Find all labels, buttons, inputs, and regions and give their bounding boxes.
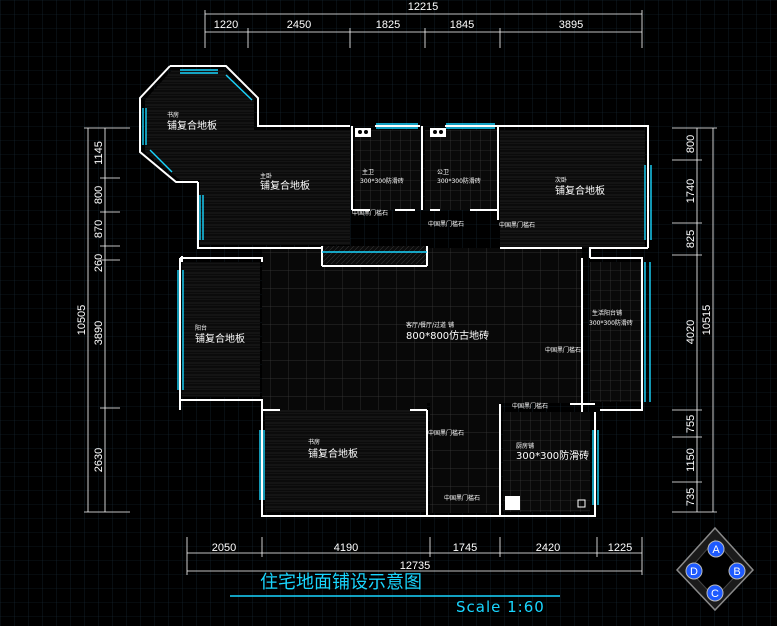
- threshold-label: 中国黑门槛石: [545, 346, 581, 354]
- nav-c-button[interactable]: [706, 584, 724, 602]
- nav-c-label: C: [711, 588, 719, 600]
- threshold-label: 中国黑门槛石: [512, 402, 548, 410]
- dim-bottom-5: 1225: [608, 542, 632, 554]
- dim-right-3: 825: [685, 230, 697, 248]
- room-name-study-1: 书房: [167, 111, 179, 119]
- room-name-service-balcony: 生活阳台铺: [592, 309, 622, 317]
- windows: [142, 69, 652, 505]
- room-material-living: 800*800仿古地砖: [406, 329, 489, 342]
- dim-left-2: 800: [93, 186, 105, 204]
- dim-top-total: 12215: [408, 1, 439, 13]
- dim-right-6: 1150: [685, 448, 697, 472]
- room-name-master-bath: 主卫: [362, 168, 374, 176]
- dim-left-3: 870: [93, 220, 105, 238]
- dim-top-5: 3895: [559, 19, 583, 31]
- dim-left-1: 1145: [93, 141, 105, 165]
- dim-left-5: 3890: [93, 321, 105, 345]
- room-material-study-2: 铺复合地板: [308, 447, 358, 460]
- room-material-master: 铺复合地板: [260, 179, 310, 192]
- dim-bottom-total: 12735: [400, 560, 431, 572]
- room-name-public-bath: 公卫: [437, 169, 449, 176]
- threshold-label: 中国黑门槛石: [428, 220, 464, 228]
- dim-right-2: 1740: [685, 179, 697, 203]
- room-material-master-bath: 300*300防滑砖: [360, 177, 404, 185]
- room-name-kitchen: 厨房铺: [516, 442, 534, 450]
- room-name-living: 客厅/餐厅/过道 铺: [406, 321, 454, 329]
- dim-right-7: 735: [685, 488, 697, 506]
- dim-bottom-4: 2420: [536, 542, 560, 554]
- room-material-public-bath: 300*300防滑砖: [437, 177, 481, 185]
- room-material-bedroom-2: 铺复合地板: [555, 184, 605, 197]
- threshold-label: 中国黑门槛石: [499, 221, 535, 229]
- dim-left-6: 2630: [93, 448, 105, 472]
- scale-label: Scale 1:60: [456, 598, 545, 616]
- dim-right-4: 4020: [685, 320, 697, 344]
- bath-fixtures: [355, 128, 586, 510]
- floor-fills: [145, 70, 645, 513]
- dim-top-3: 1825: [376, 19, 400, 31]
- threshold-label: 中国黑门槛石: [352, 209, 388, 217]
- nav-a-button[interactable]: [707, 540, 725, 558]
- dim-top-2: 2450: [287, 19, 311, 31]
- room-name-balcony: 阳台: [195, 324, 207, 332]
- nav-d-label: D: [690, 566, 698, 578]
- dim-bottom-2: 4190: [334, 542, 358, 554]
- dim-bottom-3: 1745: [453, 542, 477, 554]
- dim-right-5: 755: [685, 415, 697, 433]
- nav-b-label: B: [733, 566, 740, 578]
- dim-right-total: 10515: [701, 305, 713, 336]
- dim-top-1: 1220: [214, 19, 238, 31]
- dim-left-4: 260: [93, 254, 105, 272]
- dim-right-1: 800: [685, 135, 697, 153]
- room-name-study-2: 书房: [308, 438, 320, 446]
- threshold-label: 中国黑门槛石: [428, 429, 464, 437]
- dim-left-total: 10505: [76, 305, 88, 336]
- dim-bottom-1: 2050: [212, 542, 236, 554]
- drawing-title: 住宅地面铺设示意图: [260, 572, 422, 593]
- nav-a-label: A: [712, 544, 720, 556]
- dim-top-4: 1845: [450, 19, 474, 31]
- threshold-label: 中国黑门槛石: [444, 494, 480, 502]
- room-name-master: 主卧: [260, 172, 272, 180]
- room-material-service-balcony: 300*300防滑砖: [589, 319, 633, 327]
- room-material-study-1: 铺复合地板: [167, 119, 217, 132]
- room-name-bedroom-2: 次卧: [555, 176, 567, 184]
- nav-b-button[interactable]: [728, 562, 746, 580]
- room-material-kitchen: 300*300防滑砖: [516, 449, 589, 462]
- nav-d-button[interactable]: [685, 562, 703, 580]
- dimension-lines: [84, 10, 717, 575]
- view-navigator[interactable]: A B C D: [675, 526, 755, 612]
- walls: [139, 65, 649, 517]
- room-material-balcony: 铺复合地板: [195, 332, 245, 345]
